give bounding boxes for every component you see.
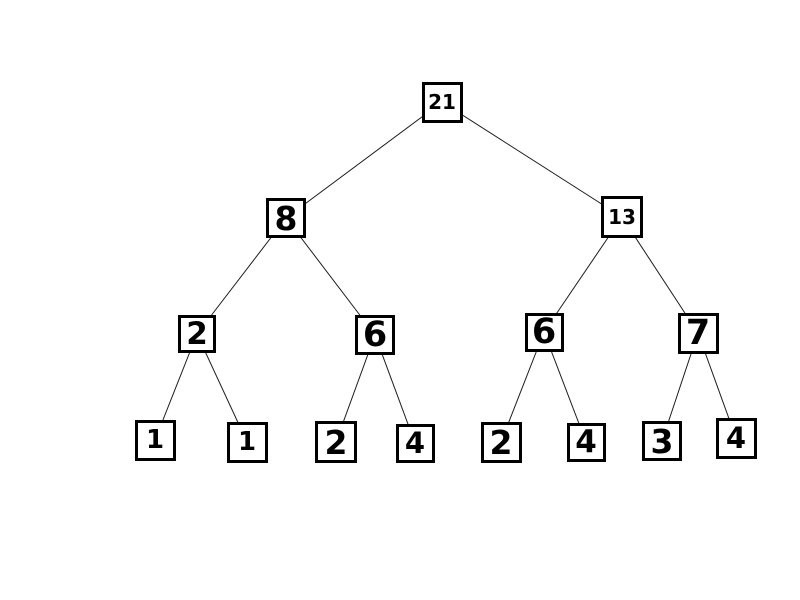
tree-edge	[441, 101, 623, 218]
tree-node-n-13: 13	[601, 196, 643, 238]
tree-node-n-6-right: 6	[524, 312, 564, 352]
tree-node-leaf-1a: 1	[134, 419, 176, 461]
tree-node-n-2: 2	[178, 315, 216, 353]
tree-node-leaf-1b: 1	[226, 421, 268, 463]
tree-edge	[285, 101, 443, 219]
tree-node-leaf-2b: 2	[480, 421, 522, 463]
tree-node-leaf-2a: 2	[315, 421, 357, 463]
tree-node-root: 21	[421, 81, 463, 123]
tree-node-leaf-4b: 4	[566, 422, 606, 462]
tree-node-leaf-3: 3	[642, 421, 682, 461]
tree-node-n-6-left: 6	[355, 315, 395, 355]
tree-node-n-8: 8	[266, 198, 306, 238]
tree-node-leaf-4c: 4	[715, 417, 757, 459]
tree-node-leaf-4a: 4	[395, 423, 435, 463]
tree-node-n-7: 7	[677, 312, 719, 354]
